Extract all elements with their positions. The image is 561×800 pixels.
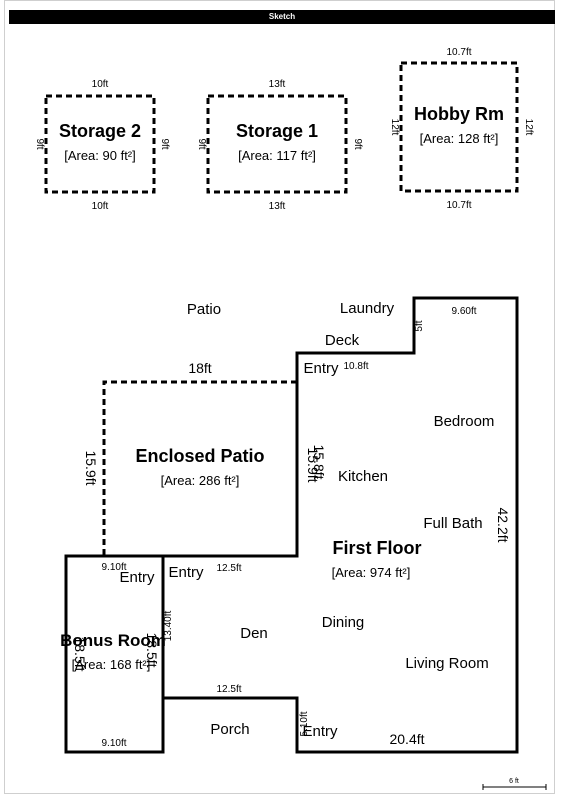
sketch-title: Sketch [9, 10, 555, 24]
room-area: [Area: 128 ft²] [420, 131, 499, 146]
room-bonus: Bonus Room [Area: 168 ft²] 9.10ft 9.10ft… [60, 554, 166, 754]
room-first-floor-outline [161, 296, 519, 754]
first-floor-area: [Area: 974 ft²] [332, 565, 411, 580]
label-patio: Patio [187, 301, 221, 318]
dim-bottom: 13ft [269, 201, 286, 212]
room-area: [Area: 117 ft²] [238, 148, 316, 163]
dim-left: 9ft [196, 138, 207, 149]
dim-right: 15.9ft [305, 447, 321, 482]
dim-left: 12ft [389, 119, 400, 136]
room-name: Hobby Rm [414, 104, 504, 124]
label-entry-den: Entry [168, 564, 204, 581]
room-area: [Area: 168 ft²] [72, 657, 151, 672]
dim-top: 10ft [92, 79, 109, 90]
page-frame [4, 0, 555, 794]
room-storage-1: Storage 1 [Area: 117 ft²] 13ft 13ft 9ft … [196, 79, 363, 212]
dim-right: 18.5ft [144, 632, 160, 667]
dim-top: 10.7ft [446, 47, 471, 58]
dim-bottom: 10.7ft [446, 200, 471, 211]
dim-12-5-bottom: 12.5ft [216, 684, 241, 695]
dim-bottom: 10ft [92, 201, 109, 212]
label-porch: Porch [210, 721, 249, 738]
dim-top: 18ft [188, 360, 211, 376]
dim-bottom: 9.10ft [101, 738, 126, 749]
dim-left: 9ft [34, 138, 45, 149]
dim-15-8: 15.8ft [311, 444, 327, 479]
dim-right: 9ft [159, 138, 170, 149]
room-name: Storage 1 [236, 121, 318, 141]
dim-10-8: 10.8ft [343, 361, 368, 372]
dim-left: 15.9ft [83, 450, 99, 485]
dim-5: 5ft [414, 320, 425, 331]
dim-top: 9.10ft [101, 562, 126, 573]
dim-5-10: 5.10ft [299, 711, 310, 736]
label-living-room: Living Room [405, 655, 488, 672]
dim-left: 18.5ft [72, 636, 88, 671]
room-name: Storage 2 [59, 121, 141, 141]
room-enclosed-patio: Enclosed Patio [Area: 286 ft²] 18ft 15.9… [83, 360, 321, 558]
scale-bar: 6 ft [482, 778, 547, 790]
label-dining: Dining [322, 614, 365, 631]
room-hobby: Hobby Rm [Area: 128 ft²] 10.7ft 10.7ft 1… [389, 47, 534, 211]
label-kitchen: Kitchen [338, 468, 388, 485]
room-area: [Area: 286 ft²] [161, 473, 240, 488]
room-storage-2: Storage 2 [Area: 90 ft²] 10ft 10ft 9ft 9… [34, 79, 170, 212]
dim-right: 12ft [523, 119, 534, 136]
label-entry-bonus: Entry [119, 569, 155, 586]
room-name: Bonus Room [60, 631, 166, 650]
dim-9-60: 9.60ft [451, 306, 476, 317]
label-entry-top: Entry [303, 360, 339, 377]
first-floor-name: First Floor [333, 538, 422, 558]
dim-13-40: 13.40ft [163, 610, 174, 641]
dim-20-4: 20.4ft [389, 731, 424, 747]
room-name: Enclosed Patio [135, 446, 264, 466]
label-full-bath: Full Bath [423, 515, 482, 532]
scale-label: 6 ft [509, 778, 519, 785]
label-laundry: Laundry [340, 300, 395, 317]
label-entry-porch: Entry [302, 723, 338, 740]
label-bedroom: Bedroom [434, 413, 495, 430]
dim-12-5-top: 12.5ft [216, 563, 241, 574]
dim-42-2: 42.2ft [495, 507, 511, 542]
room-area: [Area: 90 ft²] [64, 148, 136, 163]
label-den: Den [240, 625, 268, 642]
dim-top: 13ft [269, 79, 286, 90]
label-deck: Deck [325, 332, 360, 349]
dim-right: 9ft [352, 138, 363, 149]
